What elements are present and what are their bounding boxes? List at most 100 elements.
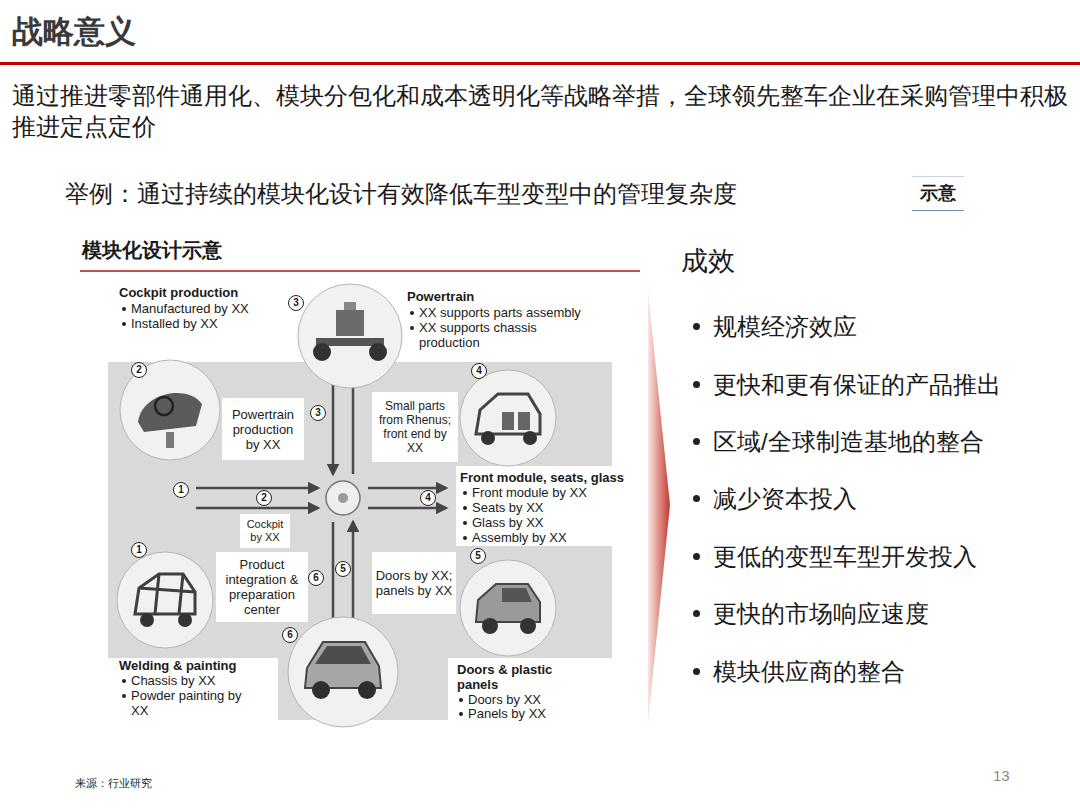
- result-item: 更快和更有保证的产品推出: [693, 369, 1053, 400]
- section-rule: [80, 270, 640, 272]
- illustration-part: [315, 646, 371, 664]
- slide-title: 战略意义: [12, 12, 136, 52]
- bullet-item: Panels by XX: [457, 706, 607, 721]
- result-item: 更快的市场响应速度: [693, 598, 1053, 629]
- callout-number: 5: [335, 561, 351, 577]
- page-number: 13: [993, 766, 1033, 786]
- bullet-item: Powder painting by XX: [120, 688, 260, 718]
- group-heading: Cockpit production: [119, 285, 294, 300]
- title-rule: [0, 62, 1080, 65]
- illustration-part: [288, 617, 398, 727]
- illustration-part: [196, 507, 318, 510]
- illustration-part: [460, 370, 556, 466]
- callout-number: 6: [308, 570, 324, 586]
- node-text: Product integration & preparation center: [219, 557, 305, 617]
- bullet-item: Assembly by XX: [461, 530, 641, 545]
- illustration-part: [368, 507, 446, 510]
- node-text: Powertrain production by XX: [225, 407, 301, 452]
- illustration-part: [155, 397, 173, 415]
- bullet-item: XX supports parts assembly: [408, 305, 613, 320]
- results-heading: 成效: [681, 244, 801, 279]
- bullet-item: Front module by XX: [461, 485, 641, 500]
- process-box: Small parts from Rhenus; front end by XX: [372, 392, 458, 462]
- illustration-part: [358, 681, 376, 699]
- group-heading: Front module, seats, glass: [460, 470, 646, 485]
- illustration-part: [120, 360, 220, 460]
- result-chevron: [648, 292, 670, 722]
- illustration-part: [298, 284, 402, 388]
- bullet-item: Manufactured by XX: [120, 301, 295, 316]
- group-heading: Powertrain: [407, 289, 607, 304]
- bullet-item: Seats by XX: [461, 500, 641, 515]
- illustration-part: [502, 412, 514, 430]
- bullet-item: Chassis by XX: [120, 673, 270, 688]
- node-text: Small parts from Rhenus; front end by XX: [375, 399, 455, 455]
- result-item: 模块供应商的整合: [693, 656, 1053, 687]
- callout-number: 3: [288, 295, 304, 311]
- illustration-part: [196, 487, 318, 490]
- illustration-part: [368, 487, 446, 490]
- illustration-part: [369, 343, 387, 361]
- illustration-part: [460, 560, 556, 656]
- callout-number: 1: [173, 482, 189, 498]
- illustration-part: [502, 588, 532, 602]
- callout-number: 6: [282, 627, 298, 643]
- result-item: 区域/全球制造基地的整合: [693, 426, 1053, 457]
- note-tag: 示意: [912, 176, 964, 211]
- roundabout: [326, 481, 360, 515]
- node-text: Doors by XX; panels by XX: [375, 568, 453, 598]
- illustration-part: [178, 613, 192, 627]
- process-box: Product integration & preparation center: [216, 552, 308, 622]
- illustration-part: [482, 618, 498, 634]
- roundabout-hub: [338, 493, 348, 503]
- illustration-part: [344, 302, 356, 310]
- bullet-item: Installed by XX: [120, 316, 295, 331]
- illustration-part: [481, 431, 495, 445]
- illustration-part: [305, 642, 381, 688]
- illustration-part: [166, 432, 174, 448]
- illustration-part: [140, 613, 154, 627]
- callout-number: 2: [256, 490, 272, 506]
- process-box: Doors by XX; panels by XX: [372, 552, 456, 614]
- callout-number: 4: [420, 490, 436, 506]
- group-heading: Doors & plastic panels: [457, 662, 575, 692]
- callout-number: 1: [131, 542, 147, 558]
- illustration-part: [332, 372, 335, 474]
- bullet-item: Glass by XX: [461, 515, 641, 530]
- subtitle: 通过推进零部件通用化、模块分包化和成本透明化等战略举措，全球领先整车企业在采购管…: [12, 80, 1074, 142]
- result-item: 更低的变型车型开发投入: [693, 541, 1053, 572]
- section-heading: 模块化设计示意: [82, 237, 382, 263]
- result-item: 减少资本投入: [693, 483, 1053, 514]
- illustration-part: [520, 618, 536, 634]
- callout-number: 4: [471, 363, 487, 379]
- front-module-picture: [460, 370, 556, 466]
- result-item: 规模经济效应: [693, 311, 1053, 342]
- finished-car-picture: [288, 617, 398, 727]
- bullet-item: Doors by XX: [457, 692, 607, 707]
- callout-number: 3: [310, 405, 326, 421]
- bullet-item: XX supports chassis production: [408, 320, 598, 350]
- illustration-part: [312, 681, 330, 699]
- callout-number: 2: [131, 362, 147, 378]
- group-heading: Welding & painting: [119, 658, 279, 673]
- chassis-picture: [117, 552, 213, 648]
- illustration-part: [518, 412, 530, 430]
- source-note: 来源：行业研究: [75, 777, 375, 790]
- cockpit-picture: [120, 360, 220, 460]
- powertrain-picture: [298, 284, 402, 388]
- node-text: Cockpit by XX: [242, 518, 288, 544]
- illustration-part: [336, 310, 364, 336]
- illustration-part: [523, 431, 537, 445]
- illustration-part: [476, 394, 540, 434]
- process-box: Powertrain production by XX: [222, 398, 304, 460]
- illustration-part: [138, 393, 202, 432]
- node-text: 示意: [920, 182, 956, 205]
- illustration-part: [135, 574, 195, 614]
- illustration-part: [117, 552, 213, 648]
- process-box: Cockpit by XX: [240, 514, 290, 548]
- illustration-part: [476, 584, 540, 622]
- illustration-part: [313, 343, 331, 361]
- example-heading: 举例：通过持续的模块化设计有效降低车型变型中的管理复杂度: [65, 178, 895, 209]
- doors-panels-picture: [460, 560, 556, 656]
